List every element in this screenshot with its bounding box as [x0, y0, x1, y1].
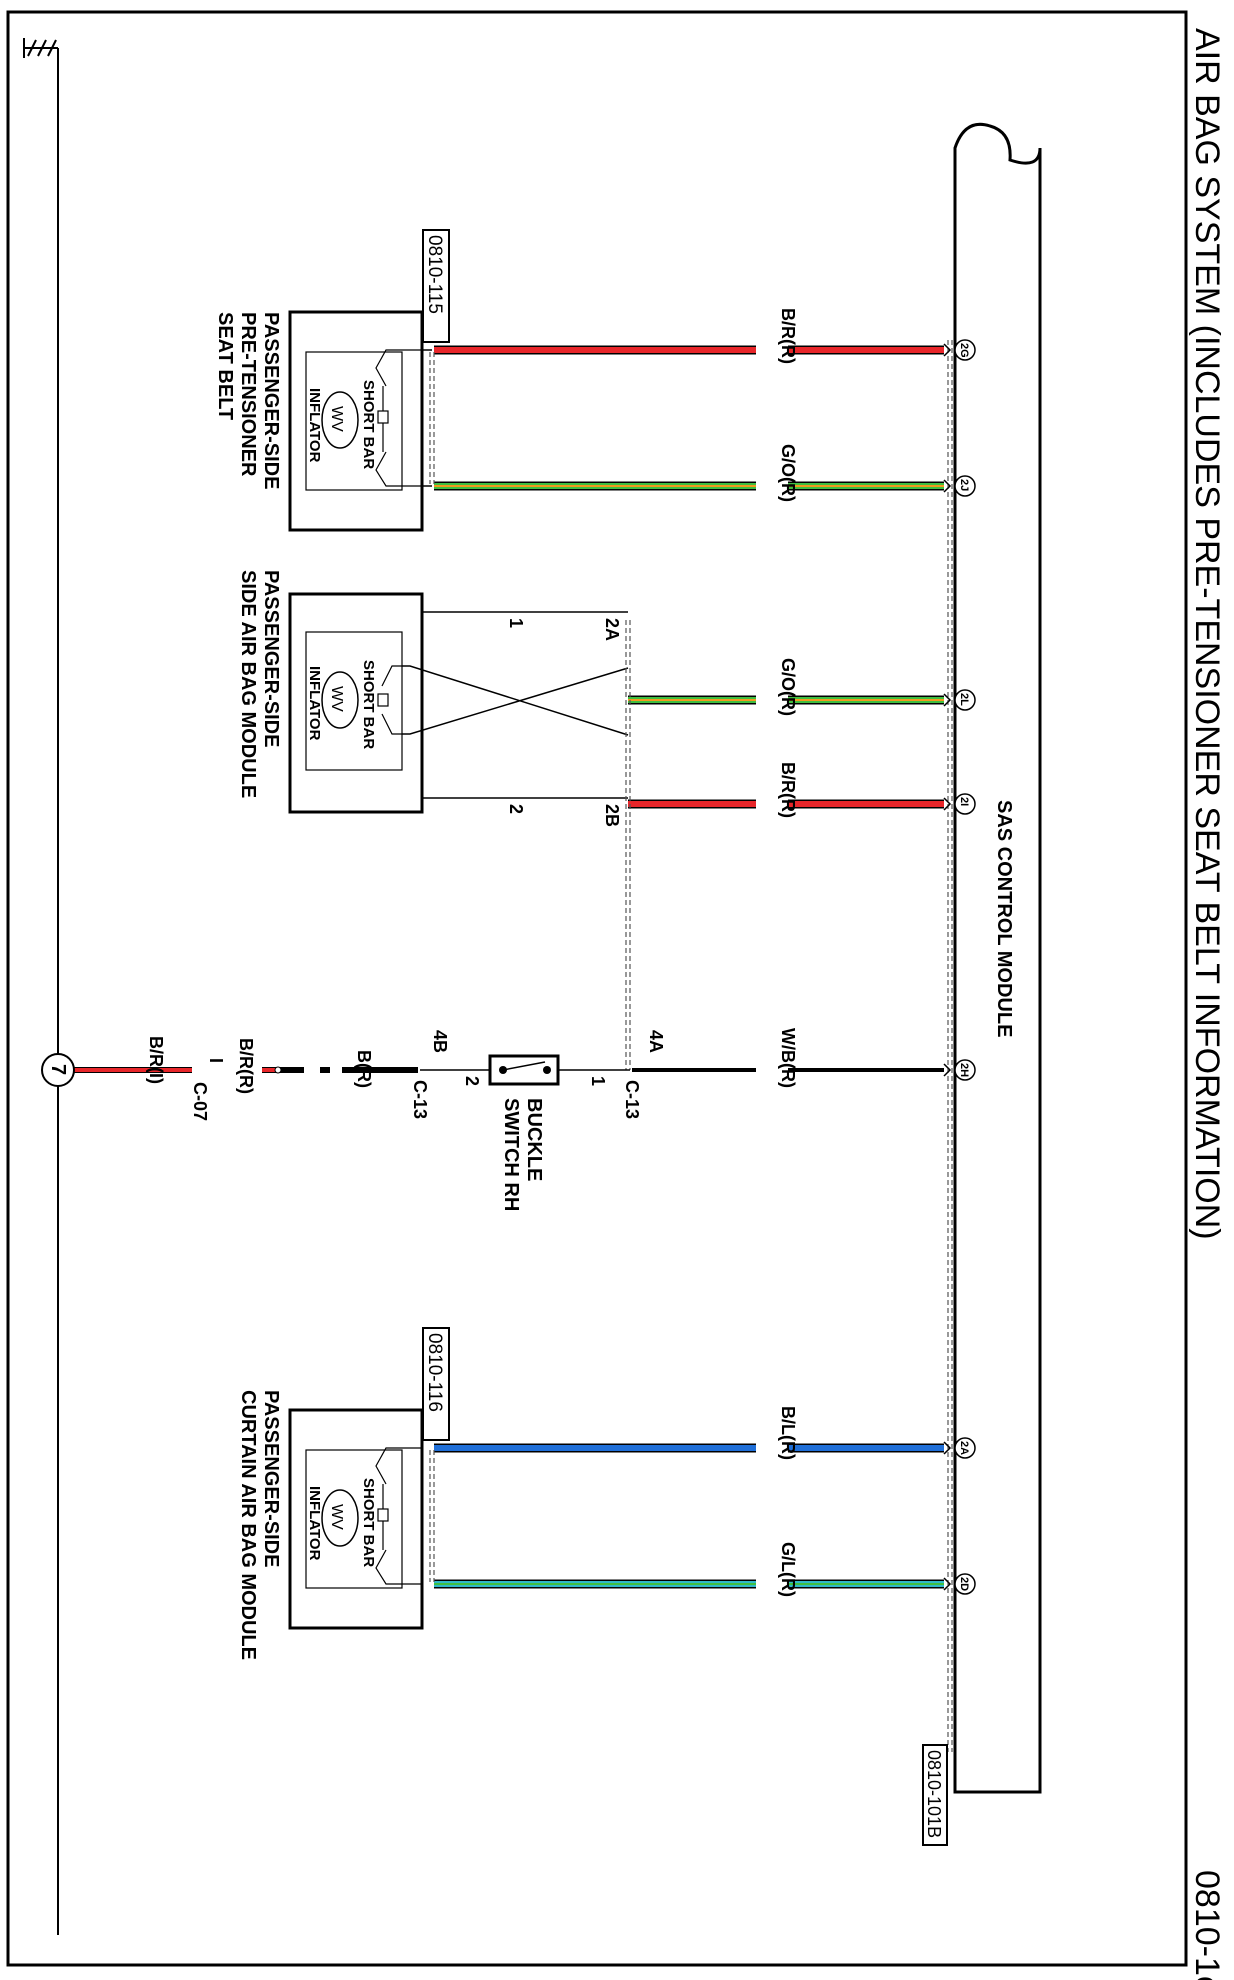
buckle-switch-circuit: BUCKLE SWITCH RH 1 2 4A C-13 4B C-13 B(R… — [41, 1030, 666, 1211]
svg-text:2A: 2A — [958, 1441, 970, 1455]
pin-2I: 2I — [954, 793, 976, 815]
pin-2G: 2G — [954, 339, 976, 361]
pretensioner-seat-belt: WV SHORT BAR INFLATOR 0810-115 PASSENGER… — [214, 229, 450, 532]
svg-text:2J: 2J — [958, 479, 970, 491]
svg-text:0810-101B: 0810-101B — [924, 1750, 944, 1838]
wire-w1: B/R(R) — [434, 308, 952, 364]
svg-text:1: 1 — [588, 1076, 608, 1086]
wire-w7: G/L(R) — [434, 1542, 952, 1597]
ground-bus — [23, 38, 59, 1935]
svg-text:1: 1 — [506, 618, 526, 628]
svg-text:INFLATOR: INFLATOR — [306, 666, 323, 741]
svg-text:SHORT BAR: SHORT BAR — [360, 660, 377, 749]
wire-label: B/L(R) — [778, 1406, 798, 1460]
svg-text:4A: 4A — [646, 1030, 666, 1053]
coil-glyph: WV — [328, 406, 345, 432]
inflator-coil-icon — [321, 391, 359, 449]
svg-text:0810-116: 0810-116 — [424, 1333, 445, 1412]
page-number: 0810-1e — [1188, 1870, 1226, 1980]
pin-2L: 2L — [954, 689, 976, 711]
svg-text:SEAT BELT: SEAT BELT — [214, 312, 236, 420]
svg-text:B/R(I): B/R(I) — [146, 1036, 166, 1084]
pin-2A: 2A — [954, 1437, 976, 1459]
svg-text:C-13: C-13 — [622, 1080, 642, 1119]
pin-2D: 2D — [954, 1573, 976, 1595]
svg-text:C-07: C-07 — [190, 1082, 210, 1121]
wire-label: G/O(R) — [778, 444, 798, 502]
svg-text:SWITCH RH: SWITCH RH — [500, 1098, 522, 1211]
svg-text:0810-115: 0810-115 — [424, 235, 445, 314]
svg-text:WV: WV — [328, 1504, 345, 1530]
buckle-switch: BUCKLE SWITCH RH — [488, 1054, 560, 1211]
wire-w4: B/R(R) — [628, 762, 952, 818]
svg-text:B(R): B(R) — [354, 1050, 374, 1088]
inflator-coil-icon — [321, 1489, 359, 1547]
page-frame — [6, 10, 1188, 1967]
svg-text:2: 2 — [462, 1076, 482, 1086]
svg-text:INFLATOR: INFLATOR — [306, 1486, 323, 1561]
wire-label: G/O(R) — [778, 658, 798, 716]
wires: B/R(R) G/O(R) G/O(R) B/R(R) W/B(R) B/L(R) G/L(… — [434, 308, 952, 1597]
svg-text:2G: 2G — [958, 343, 970, 358]
svg-text:CURTAIN AIR BAG MODULE: CURTAIN AIR BAG MODULE — [237, 1390, 259, 1660]
control-module-label: SAS CONTROL MODULE — [993, 800, 1015, 1037]
svg-text:2H: 2H — [958, 1063, 970, 1077]
svg-text:2D: 2D — [958, 1577, 970, 1591]
svg-text:2B: 2B — [602, 804, 622, 827]
pretensioner-ref-box: 0810-115 — [422, 229, 450, 343]
wire-w3: G/O(R) — [628, 658, 952, 716]
connector-pins: 2G 2J 2L 2I 2H 2A 2D — [954, 339, 976, 1595]
svg-text:2I: 2I — [958, 797, 970, 806]
curtain-airbag-module: WV SHORT BAR INFLATOR 0810-116 PASSENGER… — [237, 1327, 450, 1660]
svg-text:SIDE AIR BAG MODULE: SIDE AIR BAG MODULE — [237, 570, 259, 798]
svg-text:I: I — [206, 1058, 226, 1063]
svg-text:C-13: C-13 — [410, 1080, 430, 1119]
svg-text:SHORT BAR: SHORT BAR — [360, 1478, 377, 1567]
svg-text:2A: 2A — [602, 618, 622, 641]
svg-text:4B: 4B — [430, 1030, 450, 1053]
wire-label: W/B(R) — [778, 1028, 798, 1088]
svg-text:B/R(R): B/R(R) — [236, 1038, 256, 1094]
svg-text:PRE-TENSIONER: PRE-TENSIONER — [237, 312, 259, 477]
wire-label: B/R(R) — [778, 308, 798, 364]
svg-text:INFLATOR: INFLATOR — [306, 388, 323, 463]
pin-2H: 2H — [954, 1059, 976, 1081]
page-title: AIR BAG SYSTEM (INCLUDES PRE-TENSIONER S… — [1188, 28, 1226, 1240]
wire-w2: G/O(R) — [434, 444, 952, 502]
wire-w6: B/L(R) — [434, 1406, 952, 1460]
svg-text:7: 7 — [47, 1064, 69, 1075]
control-module-ref-box: 0810-101B — [922, 1744, 948, 1846]
sas-control-module: SAS CONTROL MODULE 0810-101B — [922, 122, 1042, 1846]
ground-point-7 — [41, 1053, 75, 1087]
svg-text:BUCKLE: BUCKLE — [523, 1098, 545, 1181]
svg-text:WV: WV — [328, 686, 345, 712]
svg-text:PASSENGER-SIDE: PASSENGER-SIDE — [260, 570, 282, 747]
wire-label: B/R(R) — [778, 762, 798, 818]
inflator-coil-icon — [321, 671, 359, 729]
side-airbag-module: WV SHORT BAR INFLATOR PASSENGER-SIDE SID… — [237, 570, 631, 1070]
pin-2J: 2J — [954, 475, 976, 497]
svg-text:PASSENGER-SIDE: PASSENGER-SIDE — [260, 312, 282, 489]
svg-text:SHORT BAR: SHORT BAR — [360, 380, 377, 469]
ground-symbol-icon — [23, 38, 58, 58]
svg-text:2L: 2L — [958, 693, 970, 706]
curtain-ref-box: 0810-116 — [422, 1327, 450, 1441]
wire-label: G/L(R) — [778, 1542, 798, 1597]
svg-text:2: 2 — [506, 804, 526, 814]
wire-w5: W/B(R) — [632, 1028, 952, 1088]
svg-text:PASSENGER-SIDE: PASSENGER-SIDE — [260, 1390, 282, 1567]
